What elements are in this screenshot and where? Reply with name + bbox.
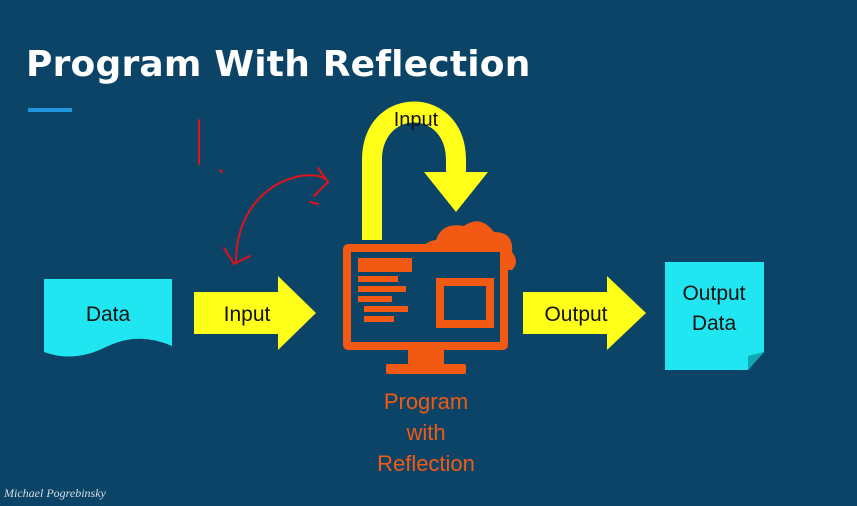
data-label: Data	[86, 303, 131, 326]
feedback-arrow: Input	[362, 101, 488, 240]
program-label-line1: Program	[384, 389, 468, 414]
slide-title: Program With Reflection	[26, 44, 531, 85]
data-document: Data	[44, 279, 172, 357]
output-data-label-line2: Data	[692, 312, 737, 335]
output-data-label-line1: Output	[682, 282, 745, 305]
author-credit: Michael Pogrebinsky	[4, 486, 106, 500]
annotation-arrowhead-top	[313, 167, 329, 197]
annotation-dot	[219, 169, 223, 173]
annotation-curve	[235, 174, 329, 263]
annotation-tick	[309, 201, 319, 205]
program-monitor-icon: </>	[343, 221, 516, 374]
feedback-input-label: Input	[394, 109, 439, 131]
program-label-line3: Reflection	[377, 451, 475, 476]
program-label-line2: with	[405, 420, 445, 445]
output-arrow-label: Output	[544, 303, 607, 326]
input-arrow-label: Input	[224, 303, 271, 326]
output-data-document: Output Data	[665, 262, 764, 370]
red-annotations	[198, 119, 329, 265]
input-arrow: Input	[194, 276, 316, 350]
title-underline	[28, 108, 72, 112]
output-arrow: Output	[523, 276, 646, 350]
annotation-arrowhead-bottom	[223, 247, 251, 265]
folded-corner	[748, 352, 764, 370]
program-label: Program with Reflection	[377, 389, 475, 476]
